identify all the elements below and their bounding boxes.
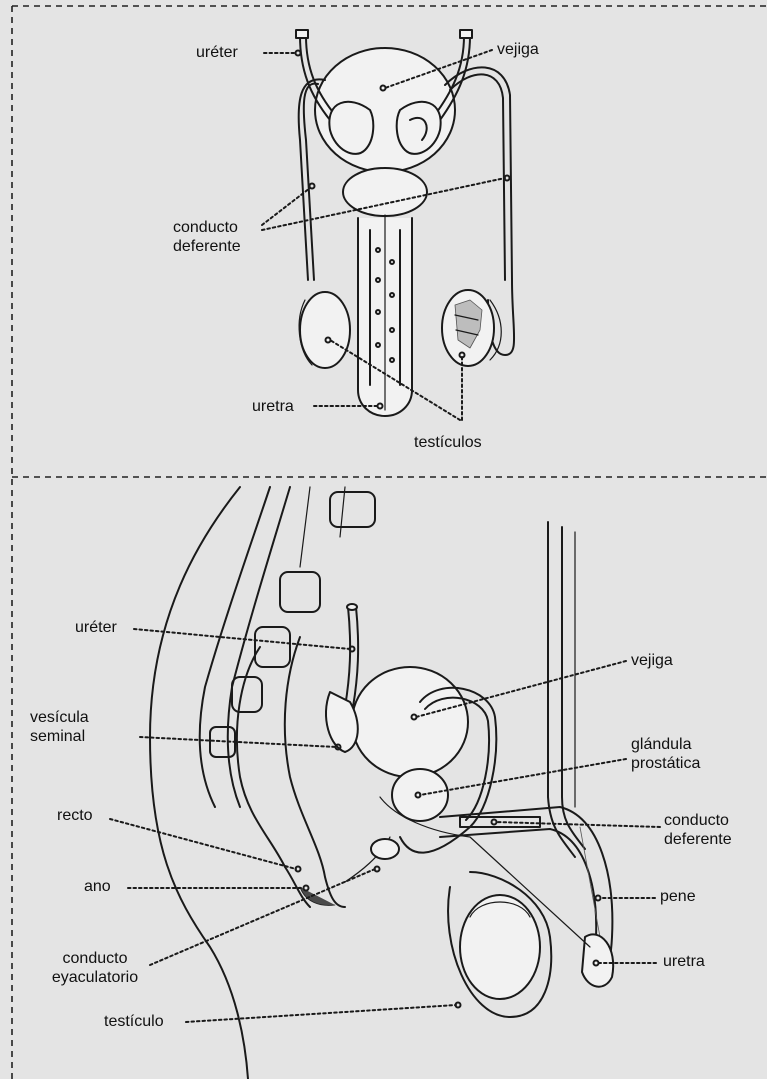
label-ano: ano — [84, 877, 111, 896]
label-vejiga-bottom: vejiga — [631, 651, 673, 670]
label-pene: pene — [660, 887, 696, 906]
label-conducto-eyaculatorio: conducto eyaculatorio — [40, 949, 150, 987]
frontal-view-illustration — [0, 0, 767, 477]
label-glandula-prostatica: glándula prostática — [631, 735, 731, 773]
left-testicle — [300, 292, 350, 368]
prostate-shape — [343, 168, 427, 216]
sagittal-view-panel: uréter vejiga vesícula seminal glándula … — [0, 477, 767, 1079]
testicle-sagittal — [460, 895, 540, 999]
label-uretra-bottom: uretra — [663, 952, 705, 971]
ureter-sagittal — [345, 607, 350, 707]
sagittal-view-illustration — [0, 477, 767, 1079]
label-ureter-bottom: uréter — [75, 618, 117, 637]
label-vesicula-seminal: vesícula seminal — [30, 708, 120, 746]
label-recto: recto — [57, 806, 93, 825]
label-testiculos-top: testículos — [414, 433, 482, 452]
label-ureter-top: uréter — [196, 43, 238, 62]
label-vejiga-top: vejiga — [497, 40, 539, 59]
label-uretra-top: uretra — [252, 397, 294, 416]
label-conducto-deferente-top: conducto deferente — [173, 218, 268, 256]
label-testiculo: testículo — [104, 1012, 164, 1031]
rectum-outline — [237, 647, 310, 907]
bladder-shape-sagittal — [352, 667, 468, 777]
frontal-view-panel: uréter vejiga conducto deferente uretra … — [0, 0, 767, 477]
label-conducto-deferente-bottom: conducto deferente — [664, 811, 754, 849]
